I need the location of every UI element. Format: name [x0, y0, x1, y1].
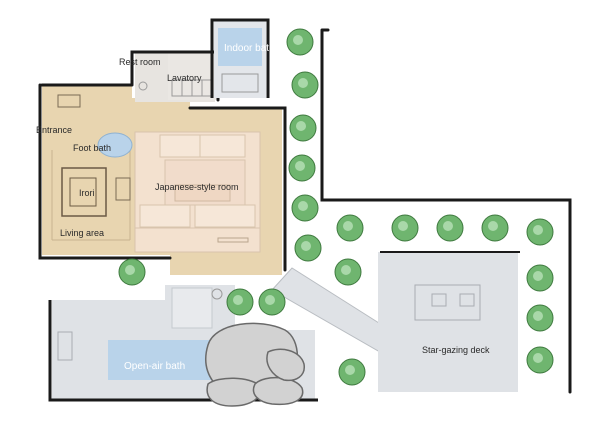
tree — [526, 346, 554, 374]
label-irori: Irori — [79, 188, 95, 198]
main-building — [38, 50, 287, 275]
tree — [226, 288, 254, 316]
tree — [288, 154, 316, 182]
label-rest-room: Rest room — [119, 57, 161, 67]
label-indoor-bath: Indoor bath — [224, 43, 275, 54]
tree — [338, 358, 366, 386]
foot-bath-pool — [97, 132, 133, 158]
star-gazing-deck-area — [378, 252, 518, 392]
indoor-bath-pool — [218, 28, 262, 66]
tree — [391, 214, 419, 242]
side-shelf — [115, 177, 131, 201]
rocks — [205, 322, 305, 407]
label-lavatory: Lavatory — [167, 73, 202, 83]
label-living-area: Living area — [60, 228, 104, 238]
tree — [291, 71, 319, 99]
tree — [526, 264, 554, 292]
tree — [258, 288, 286, 316]
lavatory-block — [168, 52, 218, 100]
tree — [336, 214, 364, 242]
tree — [481, 214, 509, 242]
tree — [526, 304, 554, 332]
label-foot-bath: Foot bath — [73, 143, 111, 153]
label-star-gazing-deck: Star-gazing deck — [422, 345, 490, 355]
indoor-bath-room — [210, 18, 270, 98]
garden-wall — [320, 28, 572, 394]
tree — [118, 258, 146, 286]
tree — [291, 194, 319, 222]
irori-hearth — [61, 167, 107, 217]
tree — [436, 214, 464, 242]
tree — [526, 218, 554, 246]
japanese-room — [134, 131, 261, 253]
label-japanese-room: Japanese-style room — [155, 182, 239, 192]
building-walls — [38, 50, 287, 272]
label-entrance: Entrance — [36, 125, 72, 135]
tree — [334, 258, 362, 286]
trees — [118, 28, 554, 386]
tree — [289, 114, 317, 142]
label-open-air-bath: Open-air bath — [124, 361, 185, 372]
tree — [294, 234, 322, 262]
tree — [286, 28, 314, 56]
entrance-shelf — [57, 94, 81, 108]
